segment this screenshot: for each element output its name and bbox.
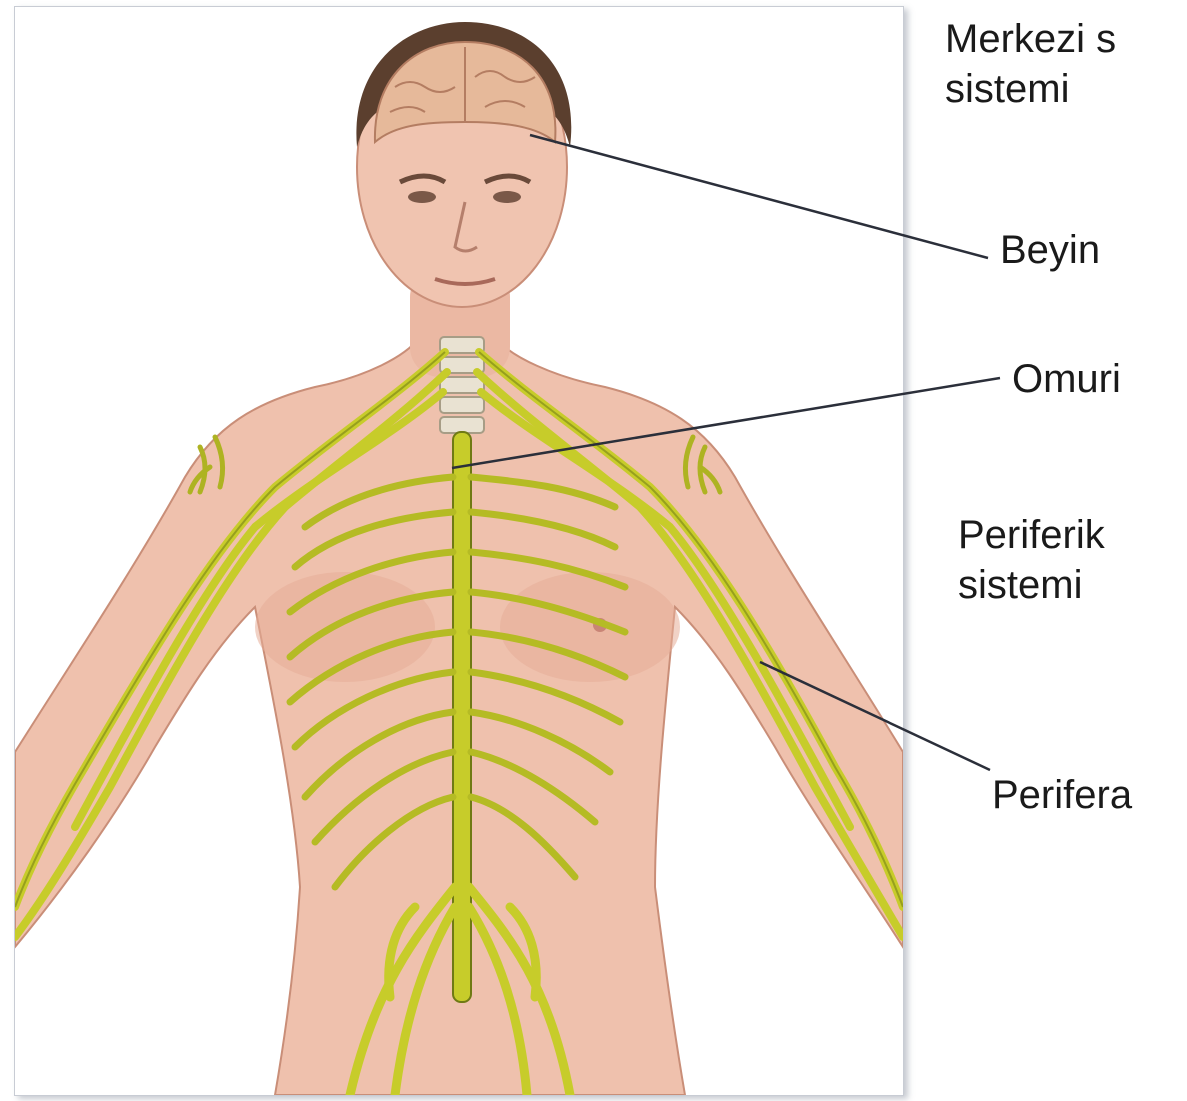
label-spinal-cord: Omuri [1012,354,1187,404]
label-pns-line1: Periferik [958,510,1187,560]
label-spinal-cord-text: Omuri [1012,354,1187,404]
label-central-nervous-system: Merkezi s sistemi [945,14,1187,114]
label-brain-text: Beyin [1000,225,1187,275]
leader-line-peripheral-nerve [760,662,990,770]
label-peripheral-nerve: Perifera [992,770,1187,820]
label-peripheral-nerve-text: Perifera [992,770,1187,820]
label-cns-line1: Merkezi s [945,14,1187,64]
label-cns-line2: sistemi [945,64,1187,114]
label-brain: Beyin [1000,225,1187,275]
label-pns-line2: sistemi [958,560,1187,610]
label-peripheral-nervous-system: Periferik sistemi [958,510,1187,610]
leader-line-brain [530,135,988,258]
leader-line-spinal-cord [452,378,1000,468]
